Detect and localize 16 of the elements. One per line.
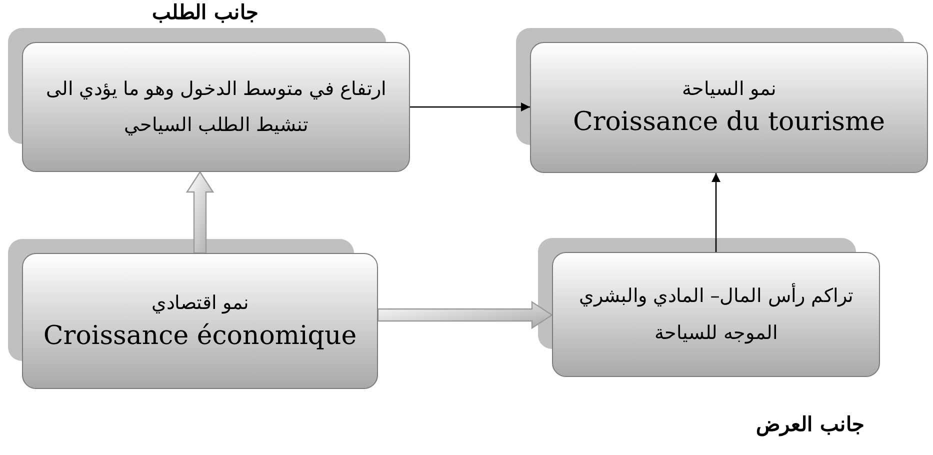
process-box <box>22 42 410 172</box>
block-arrow <box>186 170 214 254</box>
box-text: نمو السياحة <box>682 77 776 102</box>
box-text: ارتفاع في متوسط الدخول وهو ما يؤدي الى تنشيط الطلب السياحي <box>44 76 388 138</box>
box-text: نمو اقتصادي <box>151 290 249 316</box>
section-heading: جانب الطلب <box>151 0 259 25</box>
block-arrow <box>377 300 554 330</box>
box-text: Croissance économique <box>43 320 357 352</box>
arrow <box>410 102 530 112</box>
process-box <box>552 252 880 377</box>
box-text: تراكم رأس المال– المادي والبشري الموجه للسياحة <box>578 282 854 346</box>
section-heading: جانب العرض <box>755 412 865 437</box>
process-box <box>22 253 378 389</box>
box-text: Croissance du tourisme <box>572 106 886 139</box>
process-box <box>530 42 928 173</box>
arrow <box>712 173 720 252</box>
